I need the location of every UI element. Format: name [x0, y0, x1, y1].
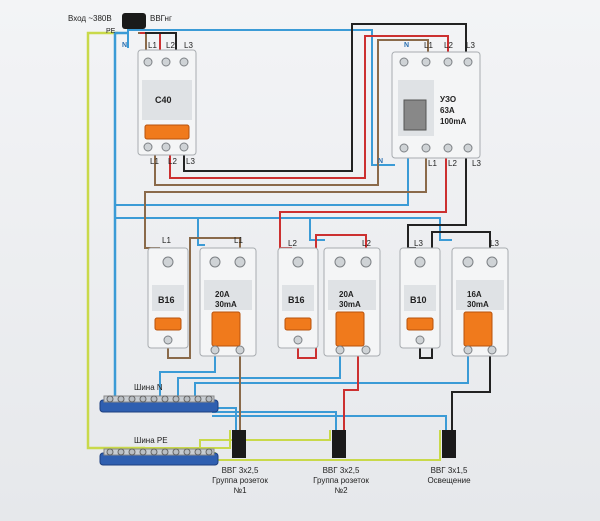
wire-n-rcd1-in [115, 217, 205, 246]
bus-n-screw [194, 395, 202, 403]
wire-n-rcd3-in [310, 217, 452, 241]
bus-n-label: Шина N [134, 383, 163, 392]
wire-pe-group2 [199, 430, 331, 448]
rcd-main[interactable] [391, 51, 481, 159]
bus-n-screw [128, 395, 136, 403]
rcd-n-in: N [404, 42, 410, 49]
rcd3-label: 16А 30mA [467, 290, 489, 309]
bus-n-screw [161, 395, 169, 403]
rcd-l3-in: L3 [466, 41, 475, 50]
c40-l3-in: L3 [184, 41, 193, 50]
breaker-c40[interactable] [137, 49, 197, 156]
input-cable-label: ВВГнг [150, 14, 172, 23]
rcd-16a-3[interactable] [451, 247, 509, 357]
bus-pe-screw [205, 448, 213, 456]
group1-caption: ВВГ 3х2,5 Группа розеток №1 [212, 466, 268, 495]
b16-2-l2: L2 [288, 239, 297, 248]
bus-pe [99, 448, 219, 466]
rcd-l2-out: L2 [448, 159, 457, 168]
wire-l2-group2 [343, 355, 359, 432]
cable-group1 [232, 430, 246, 458]
rcd-20a-2[interactable] [323, 247, 381, 357]
group3-caption: ВВГ 3х1,5 Освещение [427, 466, 471, 485]
rcd1-l1: L1 [234, 236, 243, 245]
wire-n-main [113, 31, 128, 412]
breaker-b10[interactable] [399, 247, 441, 349]
bus-pe-screw [150, 448, 158, 456]
breaker-b16-1[interactable] [147, 247, 189, 349]
wire-n-rcd2-out [177, 355, 341, 400]
input-cable [122, 13, 146, 29]
bus-n-screw [172, 395, 180, 403]
pe-tag: PE [106, 28, 116, 35]
wire-n-rcd2-in [198, 217, 325, 241]
b16-1-label: B16 [158, 295, 175, 305]
bus-n-screw [106, 395, 114, 403]
rcd2-l2: L2 [362, 239, 371, 248]
wire-n-bus-group2 [212, 411, 337, 432]
cable-group3 [442, 430, 456, 458]
wire-n-rcd3-out [194, 355, 469, 400]
bus-pe-label: Шина PE [134, 436, 168, 445]
bus-pe-screw [161, 448, 169, 456]
cable-group2 [332, 430, 346, 458]
wire-b16-1-out [167, 237, 241, 359]
c40-label: C40 [155, 95, 172, 105]
bus-n-screw [205, 395, 213, 403]
wire-n-bus-group3 [212, 415, 447, 432]
wire-l3-rcd-b10 [407, 158, 467, 249]
rcd-l2-in: L2 [444, 41, 453, 50]
wire-n-to-rcd [127, 29, 395, 166]
wire-l2-c40-rcd [169, 35, 449, 179]
b10-label: B10 [410, 295, 427, 305]
bus-n [99, 395, 219, 413]
group2-caption: ВВГ 3х2,5 Группа розеток №2 [313, 466, 369, 495]
b16-1-l1: L1 [162, 236, 171, 245]
c40-l1-out: L1 [150, 157, 159, 166]
bus-pe-screw [128, 448, 136, 456]
bus-pe-screw [117, 448, 125, 456]
wire-n-rcd-out [115, 158, 409, 206]
b10-l3: L3 [414, 239, 423, 248]
c40-l1-in: L1 [148, 41, 157, 50]
rcd1-label: 20А 30mA [215, 290, 237, 309]
rcd-l1-in: L1 [424, 41, 433, 50]
wire-l1-c40-rcd [154, 39, 429, 186]
rcd3-l3: L3 [490, 239, 499, 248]
c40-l2-out: L2 [168, 157, 177, 166]
breaker-b16-2[interactable] [277, 247, 319, 349]
wire-l1-in [138, 32, 147, 50]
rcd-label: УЗО 63А 100mA [440, 95, 467, 126]
bus-n-screw [117, 395, 125, 403]
bus-pe-screw [139, 448, 147, 456]
rcd-l3-out: L3 [472, 159, 481, 168]
c40-l3-out: L3 [186, 157, 195, 166]
bus-n-screw [183, 395, 191, 403]
wire-n-bus-group1 [212, 407, 237, 432]
rcd-20a-1[interactable] [199, 247, 257, 357]
bus-n-screw [139, 395, 147, 403]
wire-l3-c40-rcd [183, 23, 467, 172]
c40-l2-in: L2 [166, 41, 175, 50]
wire-l3-group3 [451, 355, 491, 432]
bus-pe-screw [106, 448, 114, 456]
bus-pe-screw [172, 448, 180, 456]
rcd2-label: 20А 30mA [339, 290, 361, 309]
bus-pe-screw [183, 448, 191, 456]
bus-n-screw [150, 395, 158, 403]
wire-pe [86, 31, 145, 450]
wire-l3-in [145, 32, 177, 50]
b16-2-label: B16 [288, 295, 305, 305]
wire-pe-group1 [145, 430, 231, 449]
rcd-n-out: N [378, 158, 384, 165]
wire-pe-group3 [214, 430, 441, 461]
input-label: Вход ~380В [68, 14, 112, 23]
rcd-l1-out: L1 [428, 159, 437, 168]
n-tag-top: N [122, 42, 128, 49]
wire-n-rcd1-out [159, 355, 216, 400]
bus-pe-screw [194, 448, 202, 456]
